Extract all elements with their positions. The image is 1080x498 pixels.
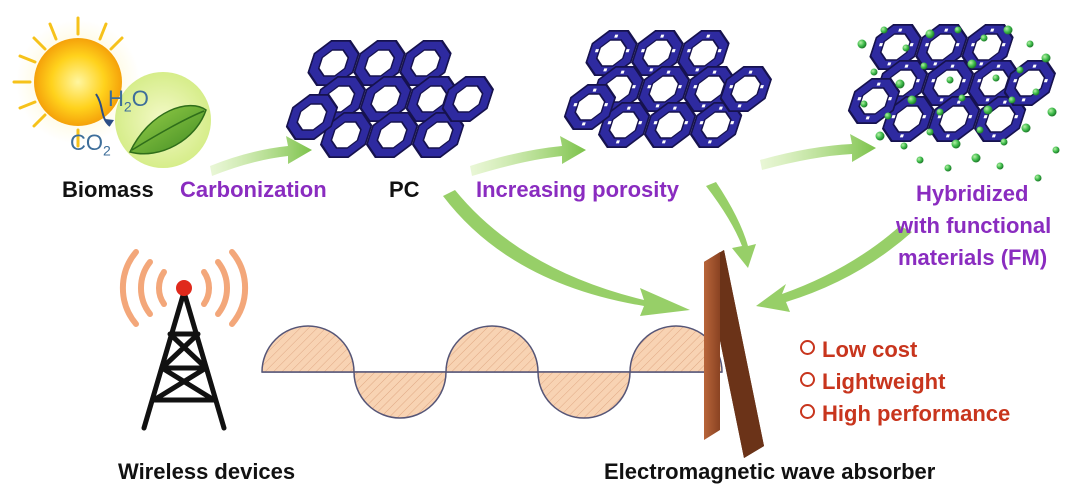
fm-sphere (967, 59, 977, 69)
arrow-fm-to-absorber (756, 226, 912, 312)
h2o-label: H2O (108, 86, 149, 115)
fm-sphere (925, 29, 935, 39)
fm-sphere (857, 39, 867, 49)
porous-framework-icon (559, 30, 777, 148)
fm-sphere (920, 62, 928, 70)
hybridized-label-line2: with functional (896, 213, 1052, 238)
wave-crest-1 (261, 325, 355, 373)
hybridized-label-line1: Hybridized (916, 181, 1029, 206)
wave-crest-2 (445, 325, 539, 373)
bullet-icon (800, 340, 815, 355)
fm-sphere (944, 164, 952, 172)
wireless-devices-label: Wireless devices (118, 459, 296, 484)
process-arrows (210, 134, 876, 176)
fm-sphere (870, 68, 878, 76)
biomass-label: Biomass (62, 177, 154, 202)
fm-sphere (1003, 25, 1013, 35)
fm-sphere (996, 162, 1004, 170)
tower-icon (141, 289, 227, 431)
fm-sphere (1047, 107, 1057, 117)
fm-sphere (1052, 146, 1060, 154)
fm-sphere (958, 94, 966, 102)
arrow-porous-to-absorber (706, 182, 756, 268)
arrow-porosity (470, 136, 586, 176)
em-wave (261, 325, 723, 419)
benefit-lightweight: Lightweight (800, 369, 945, 394)
fm-sphere (983, 105, 993, 115)
fm-sphere (936, 108, 944, 116)
fm-sphere (992, 74, 1000, 82)
arrow-pc-to-absorber (443, 190, 690, 316)
fm-sphere (1021, 123, 1031, 133)
benefit-high-performance: High performance (800, 401, 1010, 426)
fm-sphere (902, 44, 910, 52)
carbonization-label: Carbonization (180, 177, 327, 202)
fm-sphere (976, 126, 984, 134)
convergence-arrows (443, 182, 912, 316)
arrow-carbonization (210, 136, 312, 176)
pc-framework-icon (281, 40, 499, 158)
fm-sphere (954, 26, 962, 34)
fm-sphere (880, 26, 888, 34)
absorber-slab (704, 250, 764, 458)
fm-sphere (860, 100, 868, 108)
fm-sphere (916, 156, 924, 164)
fm-sphere (926, 128, 934, 136)
wave-trough-2 (537, 371, 631, 419)
wave-trough-1 (353, 371, 447, 419)
bullet-icon (800, 404, 815, 419)
hybridized-framework-icon (843, 24, 1061, 182)
fm-sphere (900, 142, 908, 150)
fm-sphere (884, 112, 892, 120)
leaf-icon (95, 72, 211, 168)
beacon-light (176, 280, 192, 296)
fm-sphere (1026, 40, 1034, 48)
fm-sphere (951, 139, 961, 149)
fm-sphere (1016, 66, 1024, 74)
hybridized-label-line3: materials (FM) (898, 245, 1048, 270)
fm-particles (857, 25, 1060, 182)
fm-sphere (875, 131, 885, 141)
fm-sphere (1008, 96, 1016, 104)
fm-sphere (1041, 53, 1051, 63)
benefit-low-cost: Low cost (800, 337, 917, 362)
absorber-label: Electromagnetic wave absorber (604, 459, 936, 484)
fm-sphere (971, 153, 981, 163)
arrow-hybridize (760, 134, 876, 170)
co2-label: CO2 (70, 130, 111, 159)
fm-sphere (1000, 138, 1008, 146)
increasing-porosity-label: Increasing porosity (476, 177, 679, 202)
fm-sphere (946, 76, 954, 84)
fm-sphere (1032, 88, 1040, 96)
fm-sphere (907, 95, 917, 105)
fm-sphere (980, 34, 988, 42)
fm-sphere (895, 79, 905, 89)
pc-label: PC (389, 177, 420, 202)
fm-sphere (1034, 174, 1042, 182)
bullet-icon (800, 372, 815, 387)
signal-waves-icon (119, 249, 249, 327)
